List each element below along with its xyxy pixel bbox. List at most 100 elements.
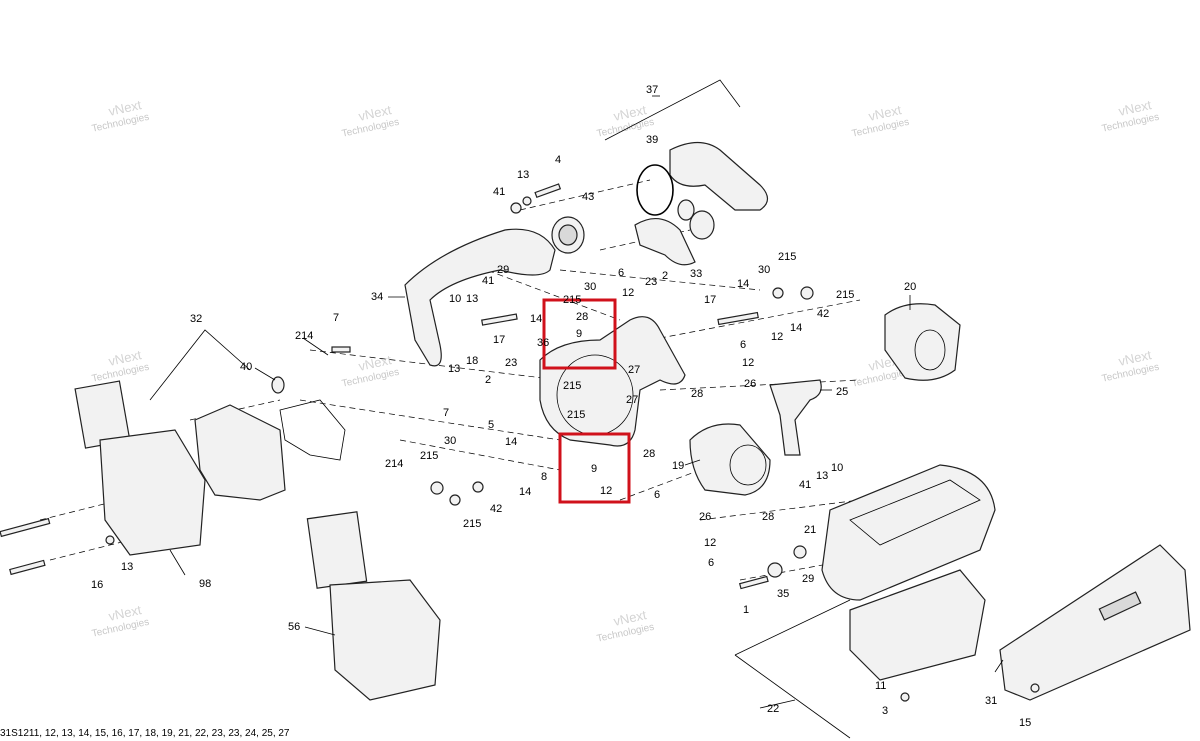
side-cover-31 [999,544,1191,701]
label-19: 19 [672,460,684,472]
highlight-box-upper [542,298,617,370]
label-2a: 2 [662,270,668,282]
label-26a: 26 [744,378,756,390]
leader-lines [169,295,1004,673]
label-41b: 41 [482,275,494,287]
spacer-215 [430,481,444,495]
label-34: 34 [371,291,383,303]
label-17b: 17 [704,294,716,306]
label-215b: 215 [563,380,581,392]
bolt-15 [1030,683,1040,693]
center-frame-36 [539,316,686,447]
label-12e: 12 [704,537,716,549]
watermark-9: vNext Technologies [1101,347,1160,385]
label-16: 16 [91,579,103,591]
watermark-10: vNext Technologies [91,602,150,640]
label-31: 31 [985,695,997,707]
label-9b: 9 [591,463,597,475]
label-29a: 29 [497,264,509,276]
bolt-4 [534,183,562,199]
label-215f: 215 [778,251,796,263]
label-23b: 23 [505,357,517,369]
gasket [279,399,346,461]
intake-duct-opening [729,444,767,486]
watermark-6: vNext Technologies [91,347,150,385]
watermark-4: vNext Technologies [851,102,910,140]
label-28c: 28 [691,388,703,400]
label-215d: 215 [420,450,438,462]
svg-text:vNext: vNext [612,607,648,629]
label-14a: 14 [530,313,542,325]
spacer-42 [472,481,484,493]
svg-text:vNext: vNext [1117,97,1153,119]
washer-13a [522,196,532,206]
label-29b: 29 [802,573,814,585]
label-21: 21 [804,524,816,536]
label-14b: 14 [505,436,517,448]
svg-text:vNext: vNext [357,102,393,124]
label-43: 43 [582,191,594,203]
washer-41a [510,202,522,214]
label-42a: 42 [490,503,502,515]
label-6b: 6 [654,489,660,501]
watermark-1: vNext Technologies [91,97,150,135]
support-25 [769,379,822,456]
label-13e: 13 [466,293,478,305]
o-ring-39 [636,164,674,216]
label-23a: 23 [645,276,657,288]
diagram-footer-reference: 31S1211, 12, 13, 14, 15, 16, 17, 18, 19,… [0,728,290,739]
bolt-7 [331,346,351,353]
label-13d: 13 [121,561,133,573]
label-98: 98 [199,578,211,590]
label-215g: 215 [836,289,854,301]
label-39: 39 [646,134,658,146]
actuator-body-56 [329,579,441,701]
label-35: 35 [777,588,789,600]
label-7a: 7 [333,312,339,324]
label-4: 4 [555,154,561,166]
label-13c: 13 [816,470,828,482]
watermark-5: vNext Technologies [1101,97,1160,135]
label-14e: 14 [790,322,802,334]
callout-labels: 37 39 4 13 41 43 29 41 10 13 34 33 6 30 … [91,84,1031,729]
label-28d: 28 [762,511,774,523]
bushing-30 [772,287,784,299]
label-5: 5 [488,419,494,431]
label-14d: 14 [737,278,749,290]
group-brackets [149,79,851,739]
label-56: 56 [288,621,300,633]
bushing-35 [767,562,783,578]
label-3: 3 [882,705,888,717]
label-30a: 30 [584,281,596,293]
gear-cover [194,404,286,501]
label-17a: 17 [493,334,505,346]
label-215a: 215 [563,294,581,306]
svg-text:vNext: vNext [1117,347,1153,369]
frame-bracket-34 [404,228,556,367]
svg-text:vNext: vNext [107,97,143,119]
label-6c: 6 [740,339,746,351]
label-37: 37 [646,84,658,96]
label-32: 32 [190,313,202,325]
svg-text:vNext: vNext [107,602,143,624]
label-41c: 41 [799,479,811,491]
label-27a: 27 [628,364,640,376]
label-12d: 12 [742,357,754,369]
watermark-12: vNext Technologies [596,607,655,645]
label-22: 22 [767,703,779,715]
label-7b: 7 [443,407,449,419]
label-214a: 214 [295,330,313,342]
bolt-1 [738,575,769,590]
label-30b: 30 [444,435,456,447]
belt-housing-37 [669,141,769,211]
label-25: 25 [836,386,848,398]
bolt-17b [717,311,759,326]
bolt-16a [0,517,51,538]
label-10b: 10 [831,462,843,474]
actuator-body-98 [99,429,206,556]
label-14c: 14 [519,486,531,498]
label-215e: 215 [463,518,481,530]
label-10a: 10 [449,293,461,305]
ring-40 [271,376,285,394]
